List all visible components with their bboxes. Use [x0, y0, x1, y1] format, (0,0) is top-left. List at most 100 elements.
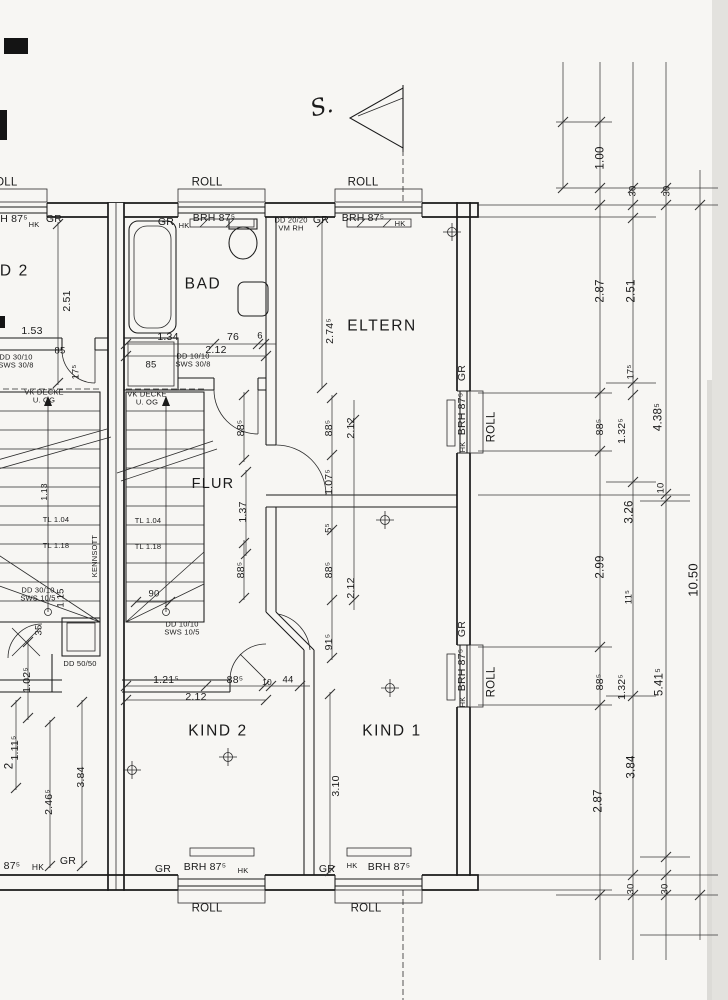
gr-label-top-2: GR	[312, 214, 330, 227]
interior-walls-left	[0, 337, 108, 693]
annotation-kennsott: KENNSOTT	[89, 534, 99, 578]
dim-885-a: 88⁵	[235, 419, 248, 437]
chain-dim-326: 3.26	[623, 500, 636, 524]
dim-115-left: 1.15	[55, 588, 67, 608]
roll-label-bottom-1: ROLL	[191, 902, 223, 915]
chain-dim-287-b: 2.87	[592, 789, 605, 813]
hk-label-bottom-1: HK	[237, 865, 249, 875]
dim-44: 44	[282, 674, 294, 686]
dim-2745: 2.74⁵	[324, 318, 337, 344]
dim-134: 1.34	[157, 331, 179, 344]
roll-label-top-1: ROLL	[191, 176, 223, 189]
dim-90: 90	[148, 588, 160, 600]
annotation-tl118-right: TL 1.18	[134, 541, 162, 551]
roll-label-bottom-2: ROLL	[350, 902, 382, 915]
dim-1115: 1.11⁵	[9, 735, 22, 761]
dim-212-bad: 2.12	[205, 344, 227, 357]
gr-label-bottom-1: GR	[154, 863, 172, 876]
annotation-left-low: DD 30/10 SWS 10/5	[20, 585, 56, 603]
annotation-top-window: DD 20/20 VM RH	[274, 215, 308, 233]
outer-walls	[0, 188, 484, 904]
room-label-bad: BAD	[184, 275, 222, 293]
chain-dim-1050: 10.50	[685, 563, 701, 597]
dim-2-cut: 2	[3, 762, 16, 770]
dim-212-c: 2.12	[185, 691, 207, 704]
annotation-tl104-right: TL 1.04	[134, 515, 162, 525]
staircase-left	[0, 388, 112, 623]
chain-dim-115: 11⁵	[623, 589, 635, 605]
dim-153: 1.53	[21, 325, 43, 338]
brh-label-bottom-1: BRH 87⁵	[183, 861, 227, 874]
wc-icon	[228, 226, 258, 260]
radiators	[189, 218, 456, 857]
brh-label-right-1: BRH 87⁵	[456, 392, 469, 436]
dim-251-left: 2.51	[61, 290, 74, 312]
dim-113: 1.13	[39, 483, 50, 501]
room-label-eltern: ELTERN	[347, 317, 417, 335]
dim-384-left: 3.84	[75, 766, 88, 788]
bathtub-icon	[128, 220, 177, 334]
gr-label-bottom-2: GR	[318, 863, 336, 876]
brh-label-right-2: BRH 87⁵	[456, 648, 469, 692]
interior-walls	[122, 217, 457, 875]
annotation-left-mid: DD 30/10 SWS 30/8	[0, 352, 34, 370]
shower-icon	[123, 337, 179, 391]
dim-885-c: 88⁵	[235, 561, 248, 579]
gr-label-right-1: GR	[456, 364, 469, 382]
room-label-kind1: KIND 1	[362, 722, 422, 740]
chain-dim-251: 2.51	[625, 279, 638, 303]
dim-35: 35	[33, 624, 45, 636]
brh-label-top-1: BRH 87⁵	[192, 212, 236, 225]
chain-dim-885-a: 88⁵	[594, 418, 607, 436]
dim-2465: 2.46⁵	[43, 789, 56, 815]
gr-label-bottom-left: GR	[59, 855, 77, 868]
chain-dim-10: 10	[655, 482, 667, 494]
hk-label-bottom-left: HK	[31, 862, 45, 873]
roll-label-right-1: ROLL	[485, 411, 498, 443]
dim-6: 6	[257, 330, 263, 342]
dim-212-b: 2.12	[345, 577, 358, 599]
hk-label-right-1: HK	[457, 441, 467, 453]
gr-label-right-2: GR	[456, 620, 469, 638]
gr-label-top-left: GR	[45, 213, 63, 226]
dim-137: 1.37	[237, 501, 250, 523]
chain-dim-299: 2.99	[594, 555, 607, 579]
chain-dim-287-a: 2.87	[594, 279, 607, 303]
dimension-chain	[478, 62, 718, 960]
gr-label-top-1: GR	[157, 216, 175, 229]
brh-num-bottom-left: 87⁵	[3, 860, 21, 873]
annotation-closet: DD 50/50	[63, 658, 97, 668]
annotation-vk-decke-left: VK DECKE U. OG	[24, 387, 64, 405]
chain-dim-1325-b: 1.32⁵	[616, 674, 629, 700]
dim-1025: 1.02⁵	[21, 667, 34, 693]
chain-dim-5415: 5.41⁵	[653, 667, 666, 697]
dim-212-a: 2.12	[345, 417, 358, 439]
roll-label-top-2: ROLL	[347, 176, 379, 189]
dim-885-b: 88⁵	[323, 419, 336, 437]
hk-label-right-2: HK	[457, 696, 467, 708]
staircase-right	[116, 388, 218, 623]
interior-dimensions	[10, 216, 360, 877]
chain-dim-100: 1.00	[594, 146, 607, 170]
dim-310: 3.10	[330, 775, 343, 797]
annotation-kind-mid: DD 10/10 SWS 10/5	[164, 619, 200, 637]
dim-1075: 1.07⁵	[323, 469, 336, 495]
dim-55: 5⁵	[323, 523, 335, 533]
room-label-kind2-left: ND 2	[0, 262, 29, 280]
chain-dim-4385: 4.38⁵	[652, 402, 665, 432]
chain-dim-30-c: 30	[625, 883, 637, 895]
chain-dim-175: 17⁵	[625, 364, 637, 380]
annotation-tl118-left: TL 1.18	[42, 540, 70, 550]
dim-175-left: 17⁵	[70, 364, 82, 380]
dim-885-e: 88⁵	[226, 674, 244, 687]
sink-icon	[237, 281, 269, 317]
dim-85-left: 85	[54, 345, 66, 357]
chain-dim-30-b: 30	[661, 185, 673, 197]
dim-76: 76	[226, 331, 240, 344]
dim-85-shower: 85	[145, 359, 157, 371]
ceiling-symbols	[123, 223, 461, 779]
chain-dim-384: 3.84	[625, 755, 638, 779]
dim-10-kind: 10	[262, 677, 272, 688]
